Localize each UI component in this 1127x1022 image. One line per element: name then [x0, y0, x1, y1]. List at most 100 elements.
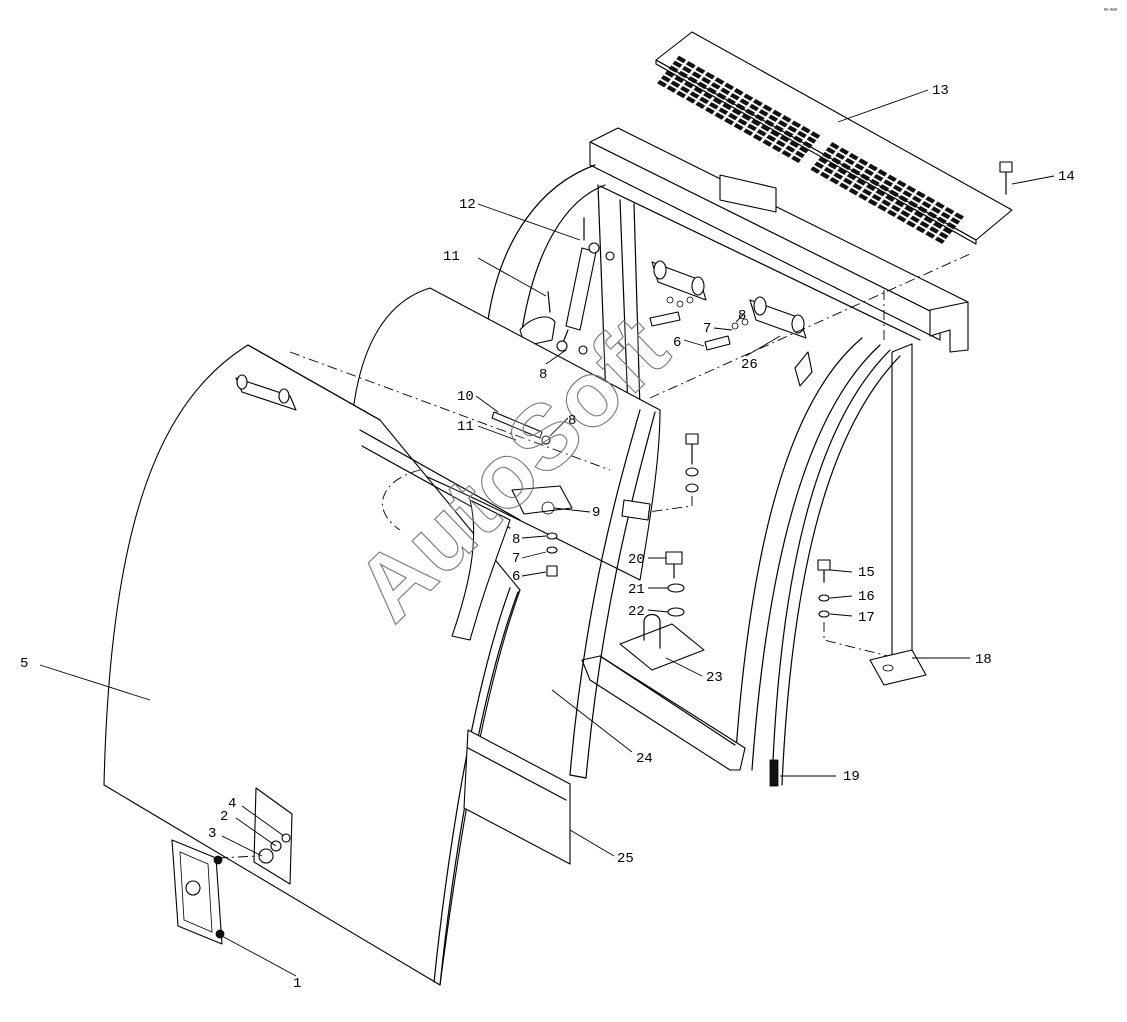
grille-slot: [708, 102, 719, 110]
callout-6a: 6: [673, 335, 681, 351]
grille-slot: [685, 96, 696, 104]
grille-slot: [829, 177, 840, 185]
callout-12: 12: [459, 197, 476, 213]
pin-10: [491, 411, 543, 439]
grille-slot: [666, 85, 677, 93]
grille-slot: [825, 147, 836, 155]
grille-slot: [689, 91, 700, 99]
hinge-upper-washer-2: [676, 300, 684, 308]
grille-slot: [793, 135, 804, 144]
grille-slot: [931, 206, 942, 214]
grille-slot: [909, 215, 920, 223]
grille-slot: [773, 124, 784, 133]
leader-5: [39, 664, 151, 701]
grille-slot: [718, 107, 729, 115]
leader-13: [837, 89, 929, 123]
grille-slot: [950, 217, 961, 225]
fasteners: [491, 161, 1013, 671]
grille-slot: [865, 183, 876, 192]
callout-7b: 7: [512, 551, 520, 567]
grille-slot: [772, 109, 782, 118]
grille-slot: [683, 81, 694, 89]
frame-tab: [794, 351, 813, 387]
grille-slot: [676, 55, 687, 64]
grille-slot: [716, 92, 727, 100]
grille-slot: [674, 75, 685, 84]
door-handle: [171, 839, 225, 945]
leader-16: [829, 595, 853, 599]
bracket-9-right: [621, 499, 651, 521]
door-inner-arc-bracket: [451, 499, 511, 641]
callout-22: 22: [628, 604, 645, 620]
bracket-23-plate: [619, 623, 705, 671]
handle-inner-frame: [179, 851, 213, 933]
callout-21: 21: [628, 582, 645, 598]
grille-slot: [839, 147, 850, 155]
grille-slot: [940, 211, 951, 220]
grille-slot: [877, 169, 888, 177]
leader-25: [569, 829, 615, 857]
grille-slot: [932, 221, 943, 229]
hinge-right-knuckle-a: [753, 296, 767, 316]
grille-slot: [831, 157, 842, 165]
frame-top-block: [719, 174, 777, 213]
grille-slot: [881, 199, 892, 207]
door-panel-body: [103, 344, 521, 986]
bolt-15-head: [817, 559, 831, 571]
grille-slot: [756, 129, 767, 137]
leader-14: [1011, 175, 1055, 185]
support-post: [891, 343, 913, 669]
grille-slot: [676, 90, 687, 99]
door-hinge-knuckle-a: [236, 374, 248, 390]
callout-9: 9: [592, 505, 600, 521]
hinge-upper-washer-3: [686, 296, 694, 304]
grille-slot: [768, 114, 779, 122]
grille-slot: [720, 87, 731, 95]
frame-inner-left-rail-2: [619, 199, 629, 411]
grille-slot: [729, 93, 740, 101]
door-panel-right-edge-2: [433, 587, 511, 983]
grille-slot: [904, 205, 915, 213]
grille-slot: [791, 120, 802, 128]
grille-slot: [693, 86, 704, 94]
grille-slot: [848, 187, 859, 196]
grille-slot: [706, 87, 717, 95]
grille-slot: [873, 174, 884, 182]
callout-17: 17: [858, 610, 875, 626]
grille-slot: [685, 61, 696, 69]
frame-right-arc-inner: [734, 337, 863, 766]
gas-spring-top-eye: [588, 242, 600, 254]
leader-12: [477, 203, 581, 241]
callout-25: 25: [617, 851, 634, 867]
grille-slot: [704, 71, 715, 80]
grille-slot: [754, 114, 765, 122]
grille-slot: [714, 112, 725, 120]
grille-slot: [722, 102, 733, 111]
grille-slot: [894, 199, 905, 208]
grille-slot: [752, 98, 763, 107]
assembly-line-handle: [217, 855, 259, 859]
grille-slot: [927, 211, 938, 219]
grille-slot: [743, 93, 754, 101]
hinge-upper-knuckle-a: [653, 260, 667, 280]
grille-slot: [846, 172, 857, 181]
latch-washer: [258, 848, 274, 864]
grille-slot: [800, 125, 811, 134]
door-hinge-knuckle-b: [278, 388, 290, 404]
washer-22: [667, 607, 685, 617]
callout-8c: 8: [568, 413, 576, 429]
assembly-line-arc: [382, 469, 421, 531]
grille-slot: [731, 108, 742, 116]
grille-slot: [779, 135, 790, 143]
grille-slot: [892, 184, 903, 193]
grille-slot: [913, 210, 924, 219]
grille-slot: [902, 190, 913, 198]
seal-strip-inner: [781, 355, 901, 786]
grille-slot: [921, 201, 932, 209]
callout-18: 18: [975, 652, 992, 668]
grille-slot: [919, 220, 930, 229]
grille-slot: [785, 145, 796, 153]
grille-slot: [695, 66, 706, 74]
grille-slot: [883, 179, 894, 187]
